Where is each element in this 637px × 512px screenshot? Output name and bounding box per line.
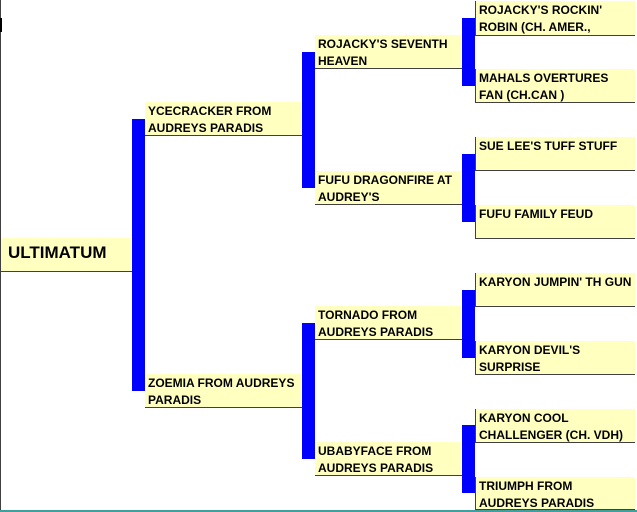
pedigree-dam-dam[interactable]: UBABYFACE FROM AUDREYS PARADIS bbox=[315, 442, 463, 476]
pedigree-sire-sire[interactable]: ROJACKY'S SEVENTH HEAVEN bbox=[315, 35, 463, 69]
connector-gen2-dam bbox=[302, 323, 315, 459]
pedigree-dd-sire[interactable]: KARYON COOL CHALLENGER (CH. VDH) bbox=[475, 409, 635, 443]
pedigree-sd-sire[interactable]: SUE LEE'S TUFF STUFF bbox=[475, 137, 635, 171]
connector-gen1 bbox=[132, 119, 145, 391]
connector-gen3-ss bbox=[462, 18, 475, 86]
pedigree-dam-sire[interactable]: TORNADO FROM AUDREYS PARADIS bbox=[315, 306, 463, 340]
pedigree-dam[interactable]: ZOEMIA FROM AUDREYS PARADIS bbox=[145, 374, 303, 408]
pedigree-sire-dam[interactable]: FUFU DRAGONFIRE AT AUDREY'S bbox=[315, 171, 463, 205]
pedigree-ds-dam[interactable]: KARYON DEVIL'S SURPRISE bbox=[475, 341, 635, 375]
connector-gen3-sd bbox=[462, 154, 475, 222]
pedigree-dd-dam[interactable]: TRIUMPH FROM AUDREYS PARADIS bbox=[475, 477, 635, 510]
connector-gen3-ds bbox=[462, 290, 475, 358]
window-frame-left bbox=[0, 0, 1, 512]
pedigree-ss-dam[interactable]: MAHALS OVERTURES FAN (CH.CAN ) bbox=[475, 69, 635, 103]
pedigree-subject[interactable]: ULTIMATUM bbox=[1, 238, 132, 272]
window-frame-bottom bbox=[0, 510, 637, 512]
pedigree-ds-sire[interactable]: KARYON JUMPIN' TH GUN bbox=[475, 273, 635, 307]
connector-gen3-dd bbox=[462, 425, 475, 493]
pedigree-sire[interactable]: YCECRACKER FROM AUDREYS PARADIS bbox=[145, 102, 303, 136]
pedigree-sd-dam[interactable]: FUFU FAMILY FEUD bbox=[475, 205, 635, 239]
frame-marker bbox=[0, 18, 2, 32]
pedigree-ss-sire[interactable]: ROJACKY'S ROCKIN' ROBIN (CH. AMER., bbox=[475, 1, 635, 36]
connector-gen2-sire bbox=[302, 52, 315, 188]
